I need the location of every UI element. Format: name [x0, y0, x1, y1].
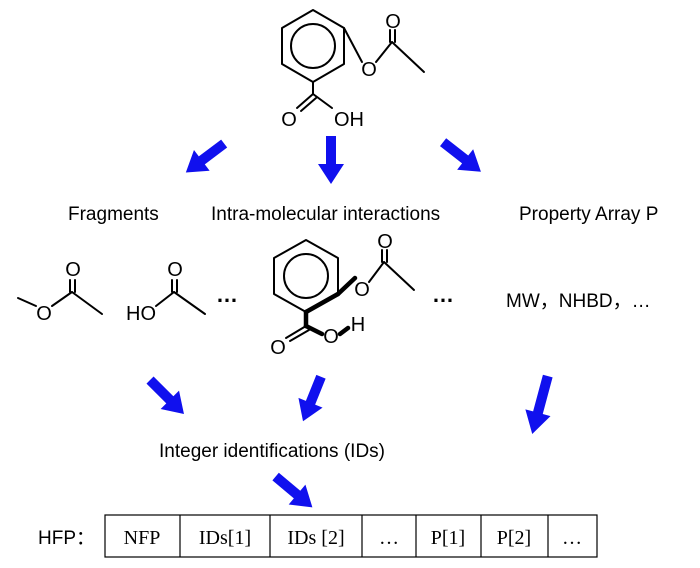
hfp-cell-p2: P[2]: [497, 527, 531, 549]
fragment2-ho: HO: [126, 303, 156, 325]
interaction-acid-o2: O: [323, 326, 339, 348]
hfp-cell-p1: P[1]: [431, 527, 465, 549]
arrow-to-interactions: [318, 136, 344, 184]
property-array-label: Property Array P: [519, 204, 658, 225]
intra-molecular-label: Intra-molecular interactions: [211, 204, 440, 225]
interaction-ester-o: O: [354, 279, 370, 301]
hfp-cell-nfp: NFP: [124, 527, 161, 549]
hfp-cell-ids1: IDs[1]: [199, 527, 251, 549]
interaction-acid-o: O: [270, 337, 286, 359]
hfp-cell-ids-ellipsis: …: [379, 527, 399, 549]
arrow-to-fragments: [185, 139, 228, 173]
property-list: MW，NHBD，…: [506, 291, 651, 312]
fragments-label: Fragments: [68, 204, 159, 225]
intra-ellipsis: …: [432, 282, 454, 307]
fragment1-o-double: O: [65, 259, 81, 281]
aspirin-acid-o: O: [281, 109, 297, 131]
aspirin-carbonyl-o: O: [385, 11, 401, 33]
interaction-h: H: [351, 314, 365, 336]
hfp-cell-p-ellipsis: …: [562, 527, 582, 549]
arrow-ids-to-table: [272, 472, 313, 508]
fragment-methyl-acetate: O O: [17, 259, 103, 325]
hfp-cell-ids2: IDs [2]: [287, 527, 344, 549]
integer-ids-label: Integer identifications (IDs): [159, 441, 385, 462]
arrow-property-to-table: [525, 374, 553, 434]
aspirin-ester-o: O: [361, 59, 377, 81]
fragment-acetic-acid: HO O: [126, 259, 206, 325]
interaction-carbonyl-o: O: [377, 231, 393, 253]
arrow-interactions-to-ids: [298, 374, 326, 422]
aspirin-acid-oh: OH: [334, 109, 364, 131]
fragment2-o-double: O: [167, 259, 183, 281]
arrow-fragments-to-ids: [146, 376, 184, 414]
interaction-molecule: O O O O H: [270, 231, 415, 359]
hfp-table: NFP IDs[1] IDs [2] … P[1] P[2] …: [104, 514, 598, 558]
fragment1-o-single: O: [36, 303, 52, 325]
aspirin-molecule: O O O OH: [281, 9, 425, 131]
hfp-label: HFP：: [38, 528, 95, 549]
arrow-to-property: [440, 138, 481, 172]
fragments-ellipsis: …: [216, 282, 238, 307]
